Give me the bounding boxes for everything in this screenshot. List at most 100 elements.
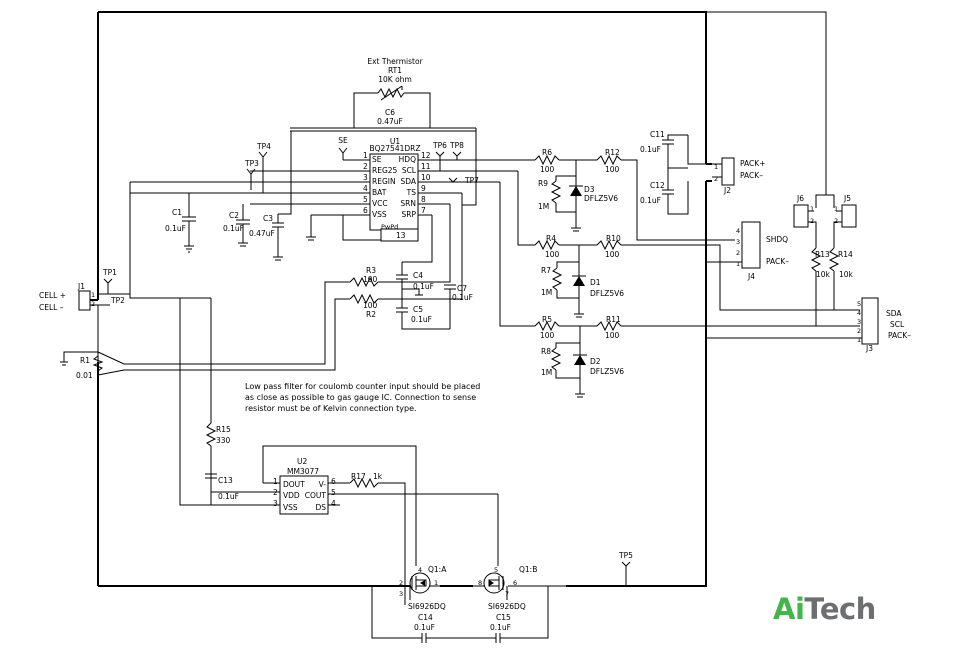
connector-j5: J5 1 2 bbox=[834, 194, 857, 228]
svg-text:4: 4 bbox=[331, 499, 336, 508]
svg-text:R4: R4 bbox=[546, 234, 556, 243]
svg-text:R15: R15 bbox=[216, 425, 231, 434]
resistor-r11: R11 100 bbox=[596, 315, 860, 340]
svg-text:4: 4 bbox=[736, 227, 740, 235]
svg-text:TS: TS bbox=[406, 188, 417, 197]
svg-text:Q1:B: Q1:B bbox=[519, 565, 537, 574]
svg-text:2: 2 bbox=[736, 249, 740, 257]
svg-text:4: 4 bbox=[418, 566, 422, 574]
svg-text:C13: C13 bbox=[218, 476, 233, 485]
j3-pack-minus-label: PACK– bbox=[888, 331, 911, 340]
svg-text:330: 330 bbox=[216, 436, 231, 445]
ic-u2-ref: U2 bbox=[297, 457, 307, 466]
j3-ref: J3 bbox=[865, 344, 873, 353]
svg-text:6: 6 bbox=[513, 579, 517, 587]
capacitor-c4: C4 0.1uF bbox=[396, 215, 434, 299]
svg-text:V-: V- bbox=[319, 480, 327, 489]
svg-text:2: 2 bbox=[857, 327, 861, 335]
cell-plus-label: CELL + bbox=[39, 291, 66, 300]
svg-text:PwPd: PwPd bbox=[381, 223, 398, 231]
svg-text:0.1uF: 0.1uF bbox=[490, 623, 511, 632]
svg-text:3: 3 bbox=[857, 318, 861, 326]
ic-u1-ref: U1 bbox=[390, 137, 400, 146]
svg-text:10: 10 bbox=[421, 173, 431, 182]
resistor-r8: R8 1M bbox=[541, 326, 581, 379]
svg-text:3: 3 bbox=[273, 499, 278, 508]
ic-u2: U2 MM3077 DOUT VDD VSS 1 2 3 V- COUT DS … bbox=[262, 445, 499, 566]
svg-text:VSS: VSS bbox=[283, 503, 298, 512]
svg-text:DFLZ5V6: DFLZ5V6 bbox=[584, 194, 618, 203]
ic-u2-body bbox=[279, 475, 329, 515]
j4-pack-minus-label: PACK– bbox=[766, 257, 789, 266]
diode-d1: D1 DFLZ5V6 bbox=[572, 262, 624, 318]
svg-text:R12: R12 bbox=[605, 148, 620, 157]
svg-text:SCL: SCL bbox=[402, 166, 417, 175]
svg-text:0.1uF: 0.1uF bbox=[218, 492, 239, 501]
svg-text:R14: R14 bbox=[838, 250, 853, 259]
svg-text:VSS: VSS bbox=[372, 210, 387, 219]
note-line-2: as close as possible to gas gauge IC. Co… bbox=[245, 393, 476, 402]
testpoints-u1: SE TP6 TP8 TP7 bbox=[338, 136, 479, 185]
svg-text:R1: R1 bbox=[80, 356, 90, 365]
svg-text:R7: R7 bbox=[541, 266, 551, 275]
svg-text:DS: DS bbox=[315, 503, 326, 512]
svg-text:11: 11 bbox=[421, 162, 431, 171]
svg-text:J5: J5 bbox=[843, 194, 851, 203]
svg-text:C7: C7 bbox=[457, 284, 467, 293]
connector-j2: 1 2 J2 PACK+ PACK– bbox=[712, 157, 765, 195]
testpoints-left: TP3 TP4 bbox=[244, 142, 271, 193]
svg-text:Q1:A: Q1:A bbox=[428, 565, 447, 574]
j4-ref: J4 bbox=[747, 272, 755, 281]
svg-text:0.01: 0.01 bbox=[76, 371, 93, 380]
wire-cell bbox=[129, 294, 211, 299]
svg-text:0.1uF: 0.1uF bbox=[165, 224, 186, 233]
svg-text:0.1uF: 0.1uF bbox=[413, 282, 434, 291]
svg-text:SI6926DQ: SI6926DQ bbox=[408, 602, 446, 611]
svg-text:BAT: BAT bbox=[372, 188, 387, 197]
testpoint-tp4: TP4 bbox=[256, 142, 271, 151]
svg-text:DOUT: DOUT bbox=[283, 480, 305, 489]
capacitor-c7: C7 0.1uF bbox=[444, 284, 473, 329]
svg-text:2: 2 bbox=[91, 300, 95, 308]
j1-ref: J1 bbox=[77, 282, 85, 291]
svg-text:R6: R6 bbox=[542, 148, 552, 157]
testpoint-tp8: TP8 bbox=[449, 141, 464, 150]
svg-text:C6: C6 bbox=[385, 108, 395, 117]
svg-text:5: 5 bbox=[363, 195, 368, 204]
svg-text:C12: C12 bbox=[650, 181, 665, 190]
capacitor-c6: C6 0.47uF bbox=[284, 108, 477, 215]
pack-minus-label: PACK– bbox=[740, 171, 763, 180]
svg-text:1: 1 bbox=[736, 260, 740, 268]
shdq-label: SHDQ bbox=[766, 235, 788, 244]
svg-text:8: 8 bbox=[421, 195, 426, 204]
testpoint-tp6: TP6 bbox=[432, 141, 447, 150]
testpoint-tp1: TP1 bbox=[102, 268, 117, 277]
svg-text:VDD: VDD bbox=[283, 491, 300, 500]
svg-text:REG25: REG25 bbox=[372, 166, 398, 175]
svg-text:0.47uF: 0.47uF bbox=[249, 229, 275, 238]
svg-text:1M: 1M bbox=[541, 368, 552, 377]
svg-text:9: 9 bbox=[421, 184, 426, 193]
svg-text:12: 12 bbox=[421, 151, 431, 160]
design-note: Low pass filter for coulomb counter inpu… bbox=[245, 382, 480, 413]
wire-vss bbox=[179, 298, 211, 506]
mosfet-q1a: Q1:A 2 3 4 1 SI6926DQ bbox=[399, 565, 447, 611]
svg-text:2: 2 bbox=[834, 217, 838, 225]
pullups: R13 10k R14 10k bbox=[706, 11, 854, 326]
svg-text:10k: 10k bbox=[839, 270, 854, 279]
svg-text:SDA: SDA bbox=[400, 177, 416, 186]
svg-text:100: 100 bbox=[605, 331, 620, 340]
svg-text:SRN: SRN bbox=[400, 199, 416, 208]
svg-text:10k: 10k bbox=[816, 270, 831, 279]
svg-text:R10: R10 bbox=[606, 234, 621, 243]
aitech-logo: AiTech bbox=[773, 592, 876, 626]
svg-text:SE: SE bbox=[372, 155, 382, 164]
resistor-r12: R12 100 bbox=[596, 148, 735, 241]
connector-j6: J6 1 2 bbox=[793, 194, 814, 228]
mosfet-q1b: Q1:B 8 7 5 6 SI6926DQ bbox=[473, 565, 566, 611]
svg-text:R17: R17 bbox=[351, 472, 366, 481]
svg-text:0.1uF: 0.1uF bbox=[452, 293, 473, 302]
thermistor-rt1: Ext Thermistor RT1 10K ohm bbox=[353, 57, 431, 128]
capacitor-c2: C2 0.1uF bbox=[223, 204, 250, 247]
